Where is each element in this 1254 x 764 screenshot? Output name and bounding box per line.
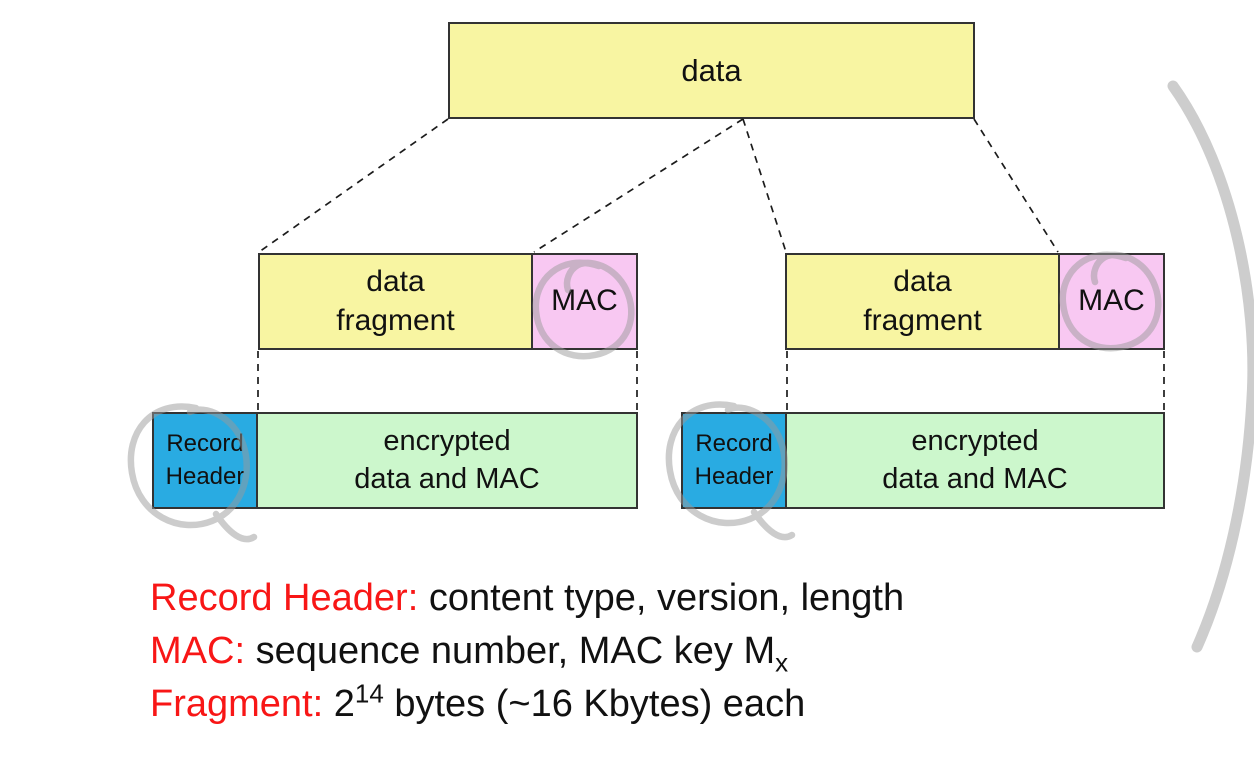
- left-record-header-box: Record Header: [152, 412, 258, 509]
- connector-data-to-right-fragment-right: [973, 118, 1059, 253]
- right-encrypted-label: encrypted data and MAC: [882, 425, 1068, 495]
- right-encrypted-box: encrypted data and MAC: [785, 412, 1165, 509]
- notes-block: Record Header: content type, version, le…: [150, 572, 904, 731]
- note-mac-desc: sequence number, MAC key M: [255, 630, 776, 672]
- note-fragment-rest: bytes (~16 Kbytes) each: [394, 683, 806, 725]
- right-data-fragment-box: data fragment: [785, 253, 1060, 350]
- note-fragment-base: 2: [333, 683, 355, 725]
- note-mac-term: MAC:: [150, 630, 245, 672]
- note-mac-key-subscript: x: [775, 647, 789, 678]
- note-fragment-exponent: 14: [354, 678, 384, 709]
- right-record-header-label: Record Header: [694, 430, 774, 490]
- note-record-header-term: Record Header:: [150, 577, 419, 619]
- right-margin-parenthesis-annotation: [1167, 80, 1254, 653]
- left-record-header-label: Record Header: [165, 430, 245, 490]
- note-mac: MAC: sequence number, MAC key Mx: [150, 625, 904, 678]
- right-mac-box: MAC: [1058, 253, 1165, 350]
- left-mac-label: MAC: [551, 284, 618, 318]
- connector-data-to-left-fragment-right: [533, 118, 744, 253]
- connector-data-to-right-fragment-left: [742, 118, 787, 253]
- left-encrypted-box: encrypted data and MAC: [256, 412, 638, 509]
- right-record-header-box: Record Header: [681, 412, 787, 509]
- note-record-header-desc: content type, version, length: [428, 577, 905, 619]
- note-fragment: Fragment: 214 bytes (~16 Kbytes) each: [150, 678, 904, 731]
- left-mac-box: MAC: [531, 253, 638, 350]
- left-encrypted-label: encrypted data and MAC: [354, 425, 540, 495]
- left-data-fragment-box: data fragment: [258, 253, 533, 350]
- data-box: data: [448, 22, 975, 119]
- right-data-fragment-label: data fragment: [863, 265, 982, 337]
- connector-data-to-left-fragment-left: [258, 118, 449, 253]
- note-fragment-term: Fragment:: [150, 683, 324, 725]
- right-mac-label: MAC: [1078, 284, 1145, 318]
- data-box-label: data: [681, 52, 742, 88]
- left-data-fragment-label: data fragment: [336, 265, 455, 337]
- note-record-header: Record Header: content type, version, le…: [150, 572, 904, 625]
